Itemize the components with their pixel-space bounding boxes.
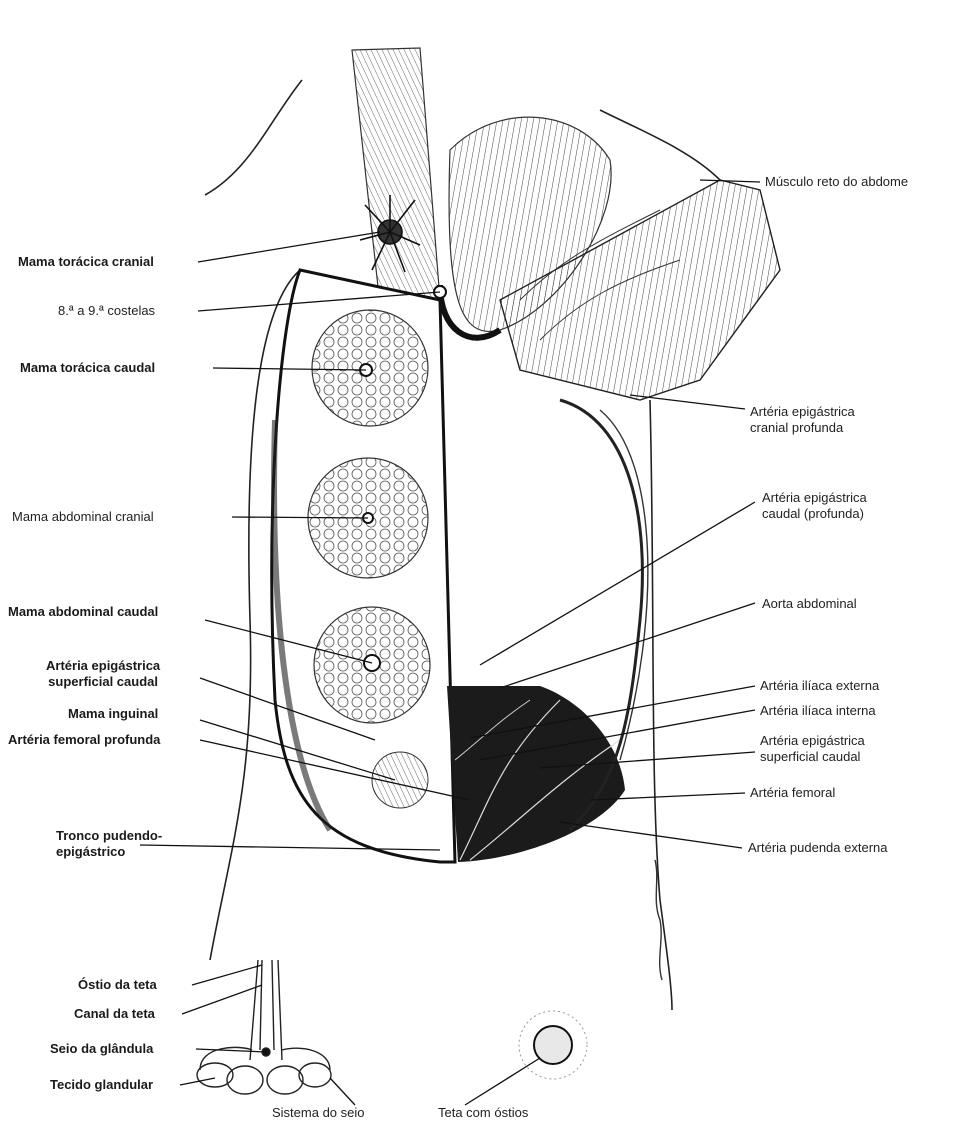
label-mama-abdominal-caudal: Mama abdominal caudal (8, 604, 158, 620)
label-line: Artéria epigástrica (46, 658, 160, 674)
label-line: Artéria epigástrica (750, 404, 855, 420)
label-seio-da-glandula: Seio da glândula (50, 1041, 153, 1057)
label-aorta-abdominal: Aorta abdominal (762, 596, 857, 612)
label-arteria-pudenda-externa: Artéria pudenda externa (748, 840, 887, 856)
label-line: cranial profunda (750, 420, 855, 436)
label-musculo-reto-abdome: Músculo reto do abdome (765, 174, 908, 190)
label-tecido-glandular: Tecido glandular (50, 1077, 153, 1093)
label-line: caudal (profunda) (762, 506, 867, 522)
gland-thoracic-caudal (312, 310, 428, 426)
label-arteria-iliaca-externa: Artéria ilíaca externa (760, 678, 879, 694)
sternum (352, 48, 440, 305)
label-arteria-femoral-profunda: Artéria femoral profunda (8, 732, 160, 748)
label-mama-toracica-cranial: Mama torácica cranial (18, 254, 154, 270)
label-line: Artéria epigástrica (760, 733, 865, 749)
label-line: superficial caudal (760, 749, 865, 765)
label-line: epigástrico (56, 844, 162, 860)
label-line: superficial caudal (46, 674, 160, 690)
label-ostio-da-teta: Óstio da teta (78, 977, 157, 993)
teat-with-ostia (519, 1011, 587, 1079)
label-teta-com-ostios: Teta com óstios (438, 1105, 528, 1121)
label-sistema-do-seio: Sistema do seio (272, 1105, 365, 1121)
label-line: Tronco pudendo- (56, 828, 162, 844)
inguinal-vessels (447, 686, 625, 862)
teat-section (197, 960, 331, 1094)
label-tronco-pudendo-epigastrico: Tronco pudendo- epigástrico (56, 828, 162, 860)
label-arteria-epigastrica-cranial-profunda: Artéria epigástrica cranial profunda (750, 404, 855, 436)
label-arteria-iliaca-interna: Artéria ilíaca interna (760, 703, 876, 719)
label-arteria-epigastrica-superficial-caudal-right: Artéria epigástrica superficial caudal (760, 733, 865, 765)
label-arteria-femoral: Artéria femoral (750, 785, 835, 801)
label-arteria-epigastrica-caudal-profunda: Artéria epigástrica caudal (profunda) (762, 490, 867, 522)
label-mama-abdominal-cranial: Mama abdominal cranial (12, 509, 154, 525)
label-costelas: 8.ª a 9.ª costelas (58, 303, 155, 319)
label-canal-da-teta: Canal da teta (74, 1006, 155, 1022)
label-line: Artéria epigástrica (762, 490, 867, 506)
label-arteria-epigastrica-superficial-caudal-left: Artéria epigástrica superficial caudal (46, 658, 160, 690)
label-mama-inguinal: Mama inguinal (68, 706, 158, 722)
gland-abdominal-caudal (314, 607, 430, 723)
label-mama-toracica-caudal: Mama torácica caudal (20, 360, 155, 376)
leader-lines-bottom (180, 965, 540, 1105)
